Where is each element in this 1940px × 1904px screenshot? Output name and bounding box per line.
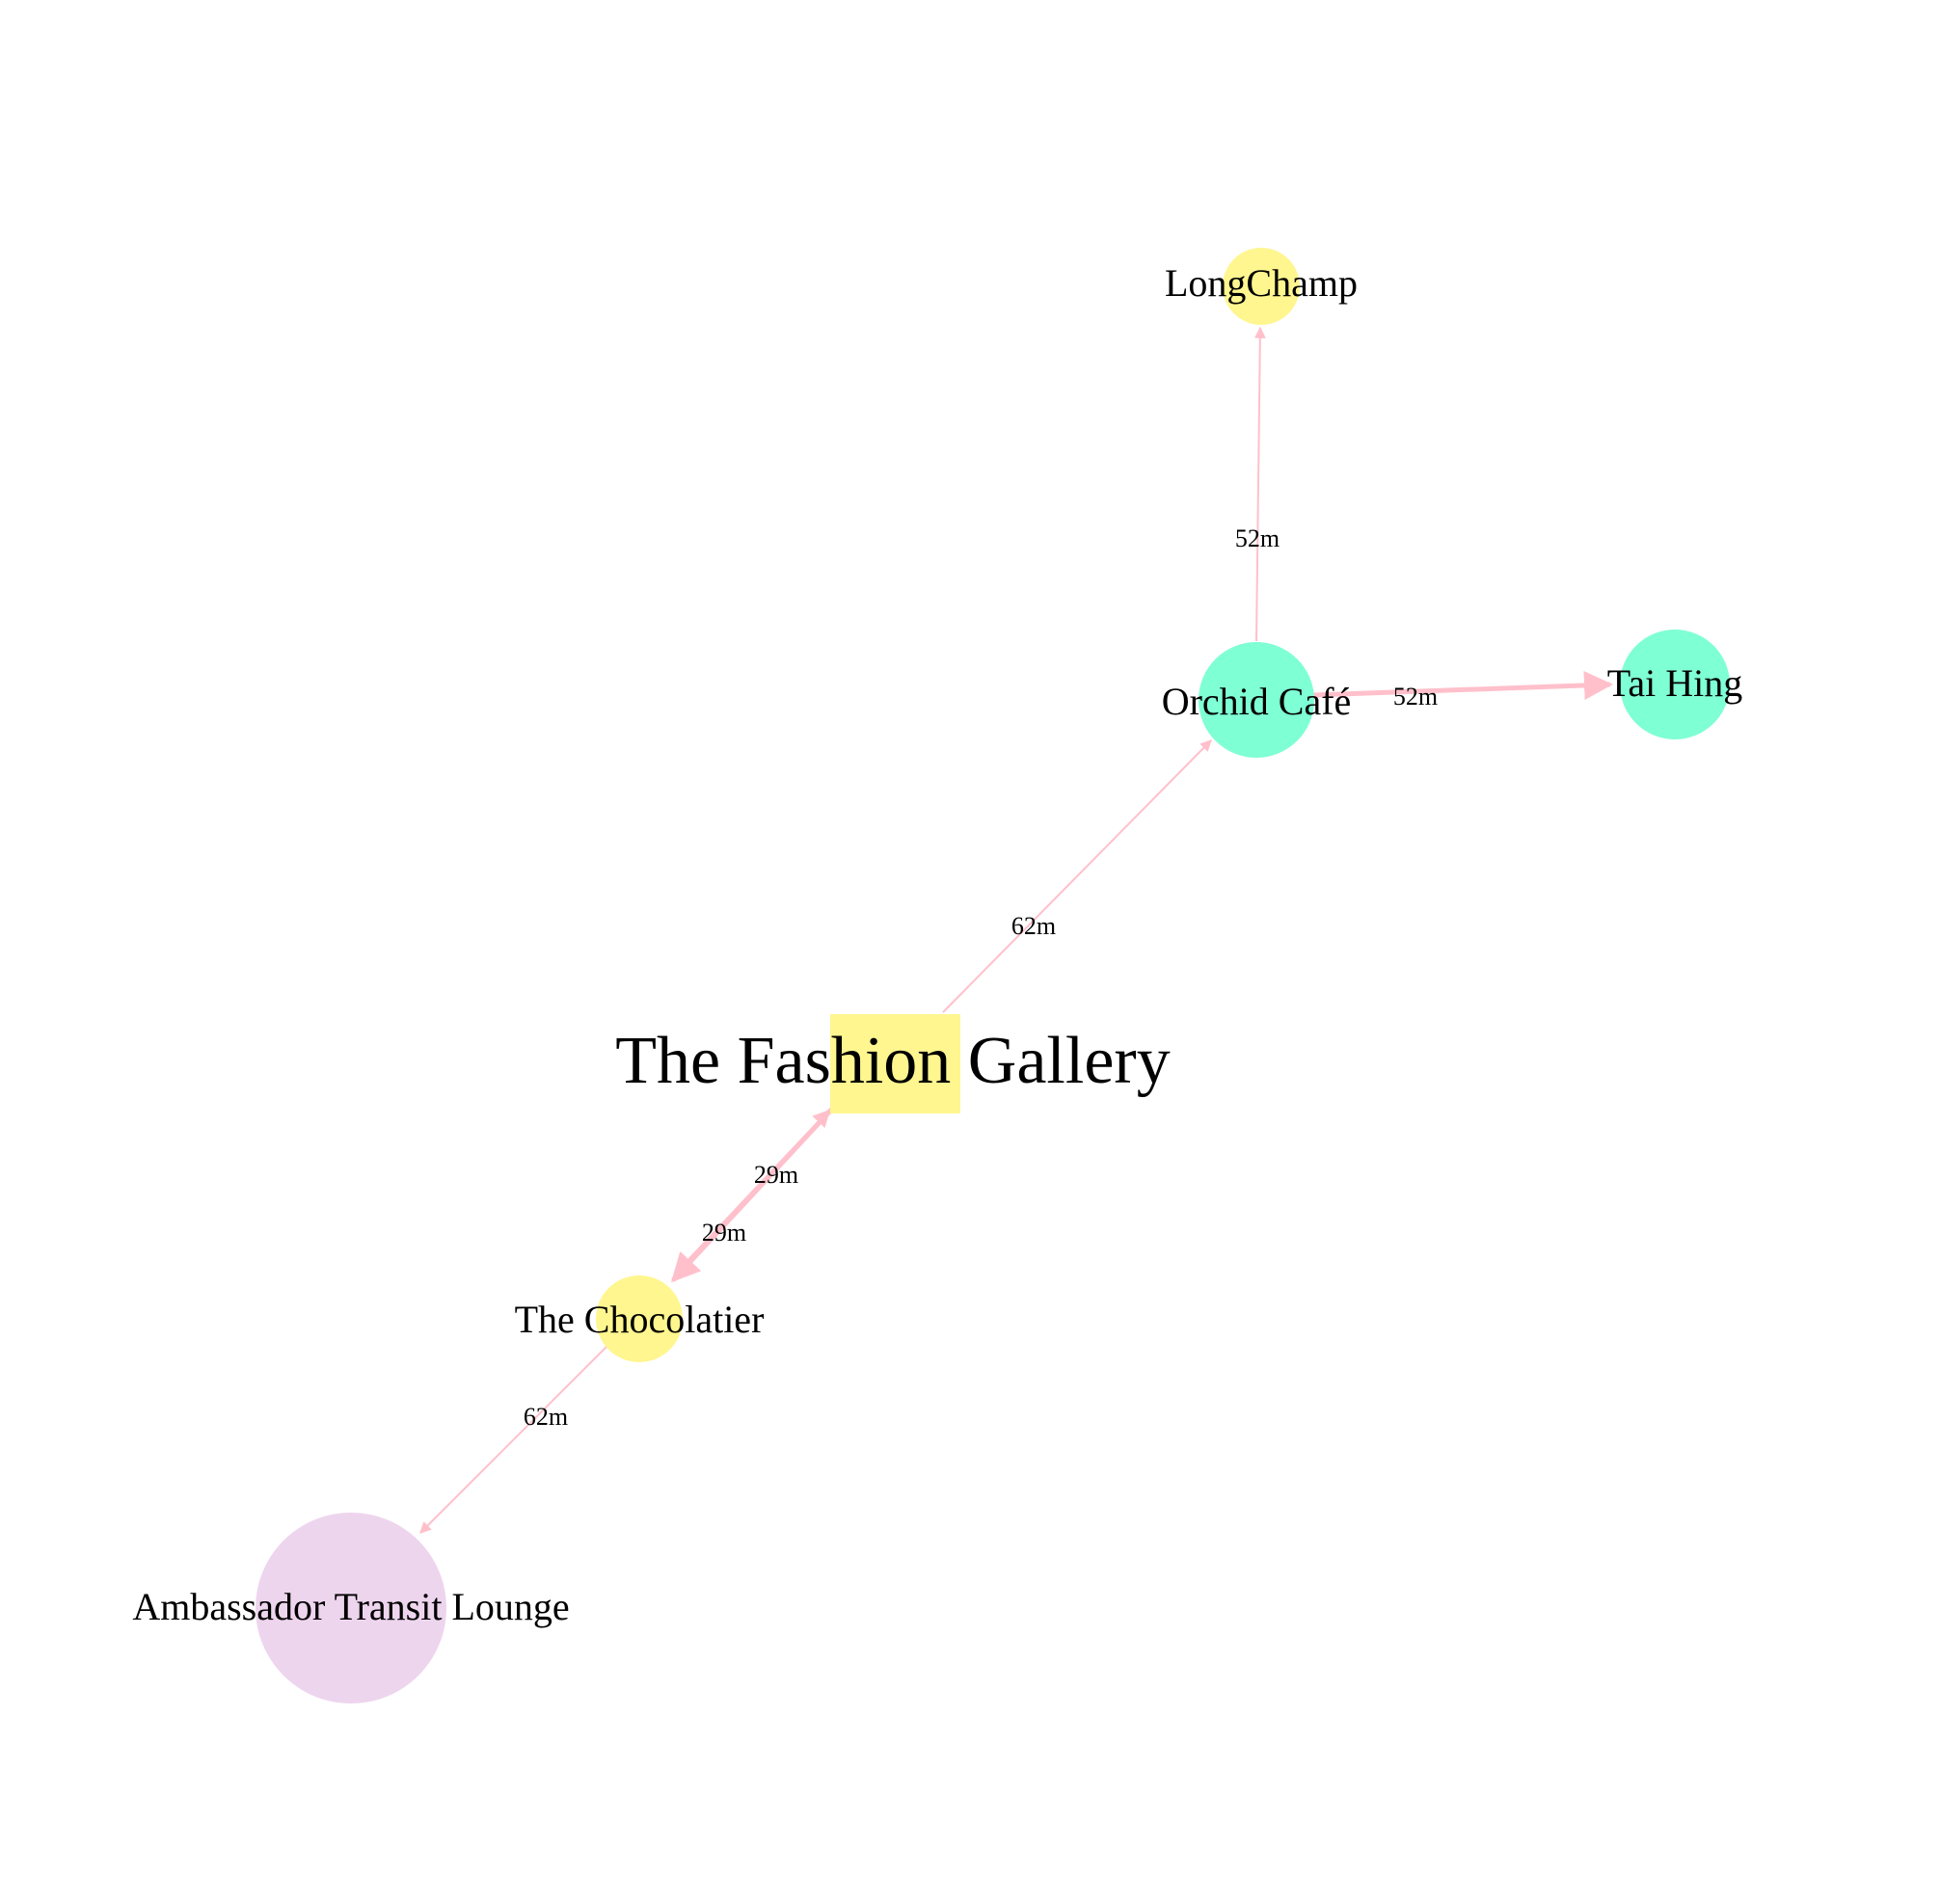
edges-layer xyxy=(419,326,1613,1534)
node-label-chocolatier: The Chocolatier xyxy=(515,1298,765,1341)
node-label-tai-hing: Tai Hing xyxy=(1607,661,1743,705)
edge-label-chocolatier-gallery: 29m xyxy=(702,1219,746,1247)
edge-label-gallery-chocolatier: 29m xyxy=(754,1161,798,1189)
edge-orchid-to-taihing xyxy=(1312,670,1613,700)
node-label-ambassador: Ambassador Transit Lounge xyxy=(132,1585,569,1628)
edge-label-gallery-orchid: 62m xyxy=(1011,912,1056,940)
edge-label-orchid-taihing: 52m xyxy=(1393,683,1438,711)
edge-orchid-to-longchamp xyxy=(1253,326,1266,642)
node-labels-layer: LongChamp Orchid Café Tai Hing The Fashi… xyxy=(132,261,1742,1628)
nodes-layer xyxy=(256,248,1730,1703)
edge-label-orchid-longchamp: 52m xyxy=(1235,524,1280,552)
node-label-longchamp: LongChamp xyxy=(1165,261,1358,305)
edge-label-chocolatier-ambassador: 62m xyxy=(524,1403,568,1431)
node-chocolatier[interactable] xyxy=(596,1275,683,1362)
node-fashion-gallery[interactable] xyxy=(830,1014,960,1113)
node-ambassador[interactable] xyxy=(256,1513,446,1703)
edge-chocolatier-to-gallery xyxy=(673,1109,831,1276)
node-longchamp[interactable] xyxy=(1223,248,1300,325)
edge-chocolatier-to-ambassador xyxy=(419,1345,608,1534)
edge-labels-layer: 52m 52m 62m 29m 29m 62m xyxy=(524,524,1438,1431)
node-tai-hing[interactable] xyxy=(1620,630,1730,739)
edge-gallery-to-orchid xyxy=(942,739,1212,1013)
node-label-fashion-gallery: The Fashion Gallery xyxy=(615,1024,1170,1098)
node-label-orchid-cafe: Orchid Café xyxy=(1162,680,1352,723)
node-orchid-cafe[interactable] xyxy=(1199,642,1314,758)
